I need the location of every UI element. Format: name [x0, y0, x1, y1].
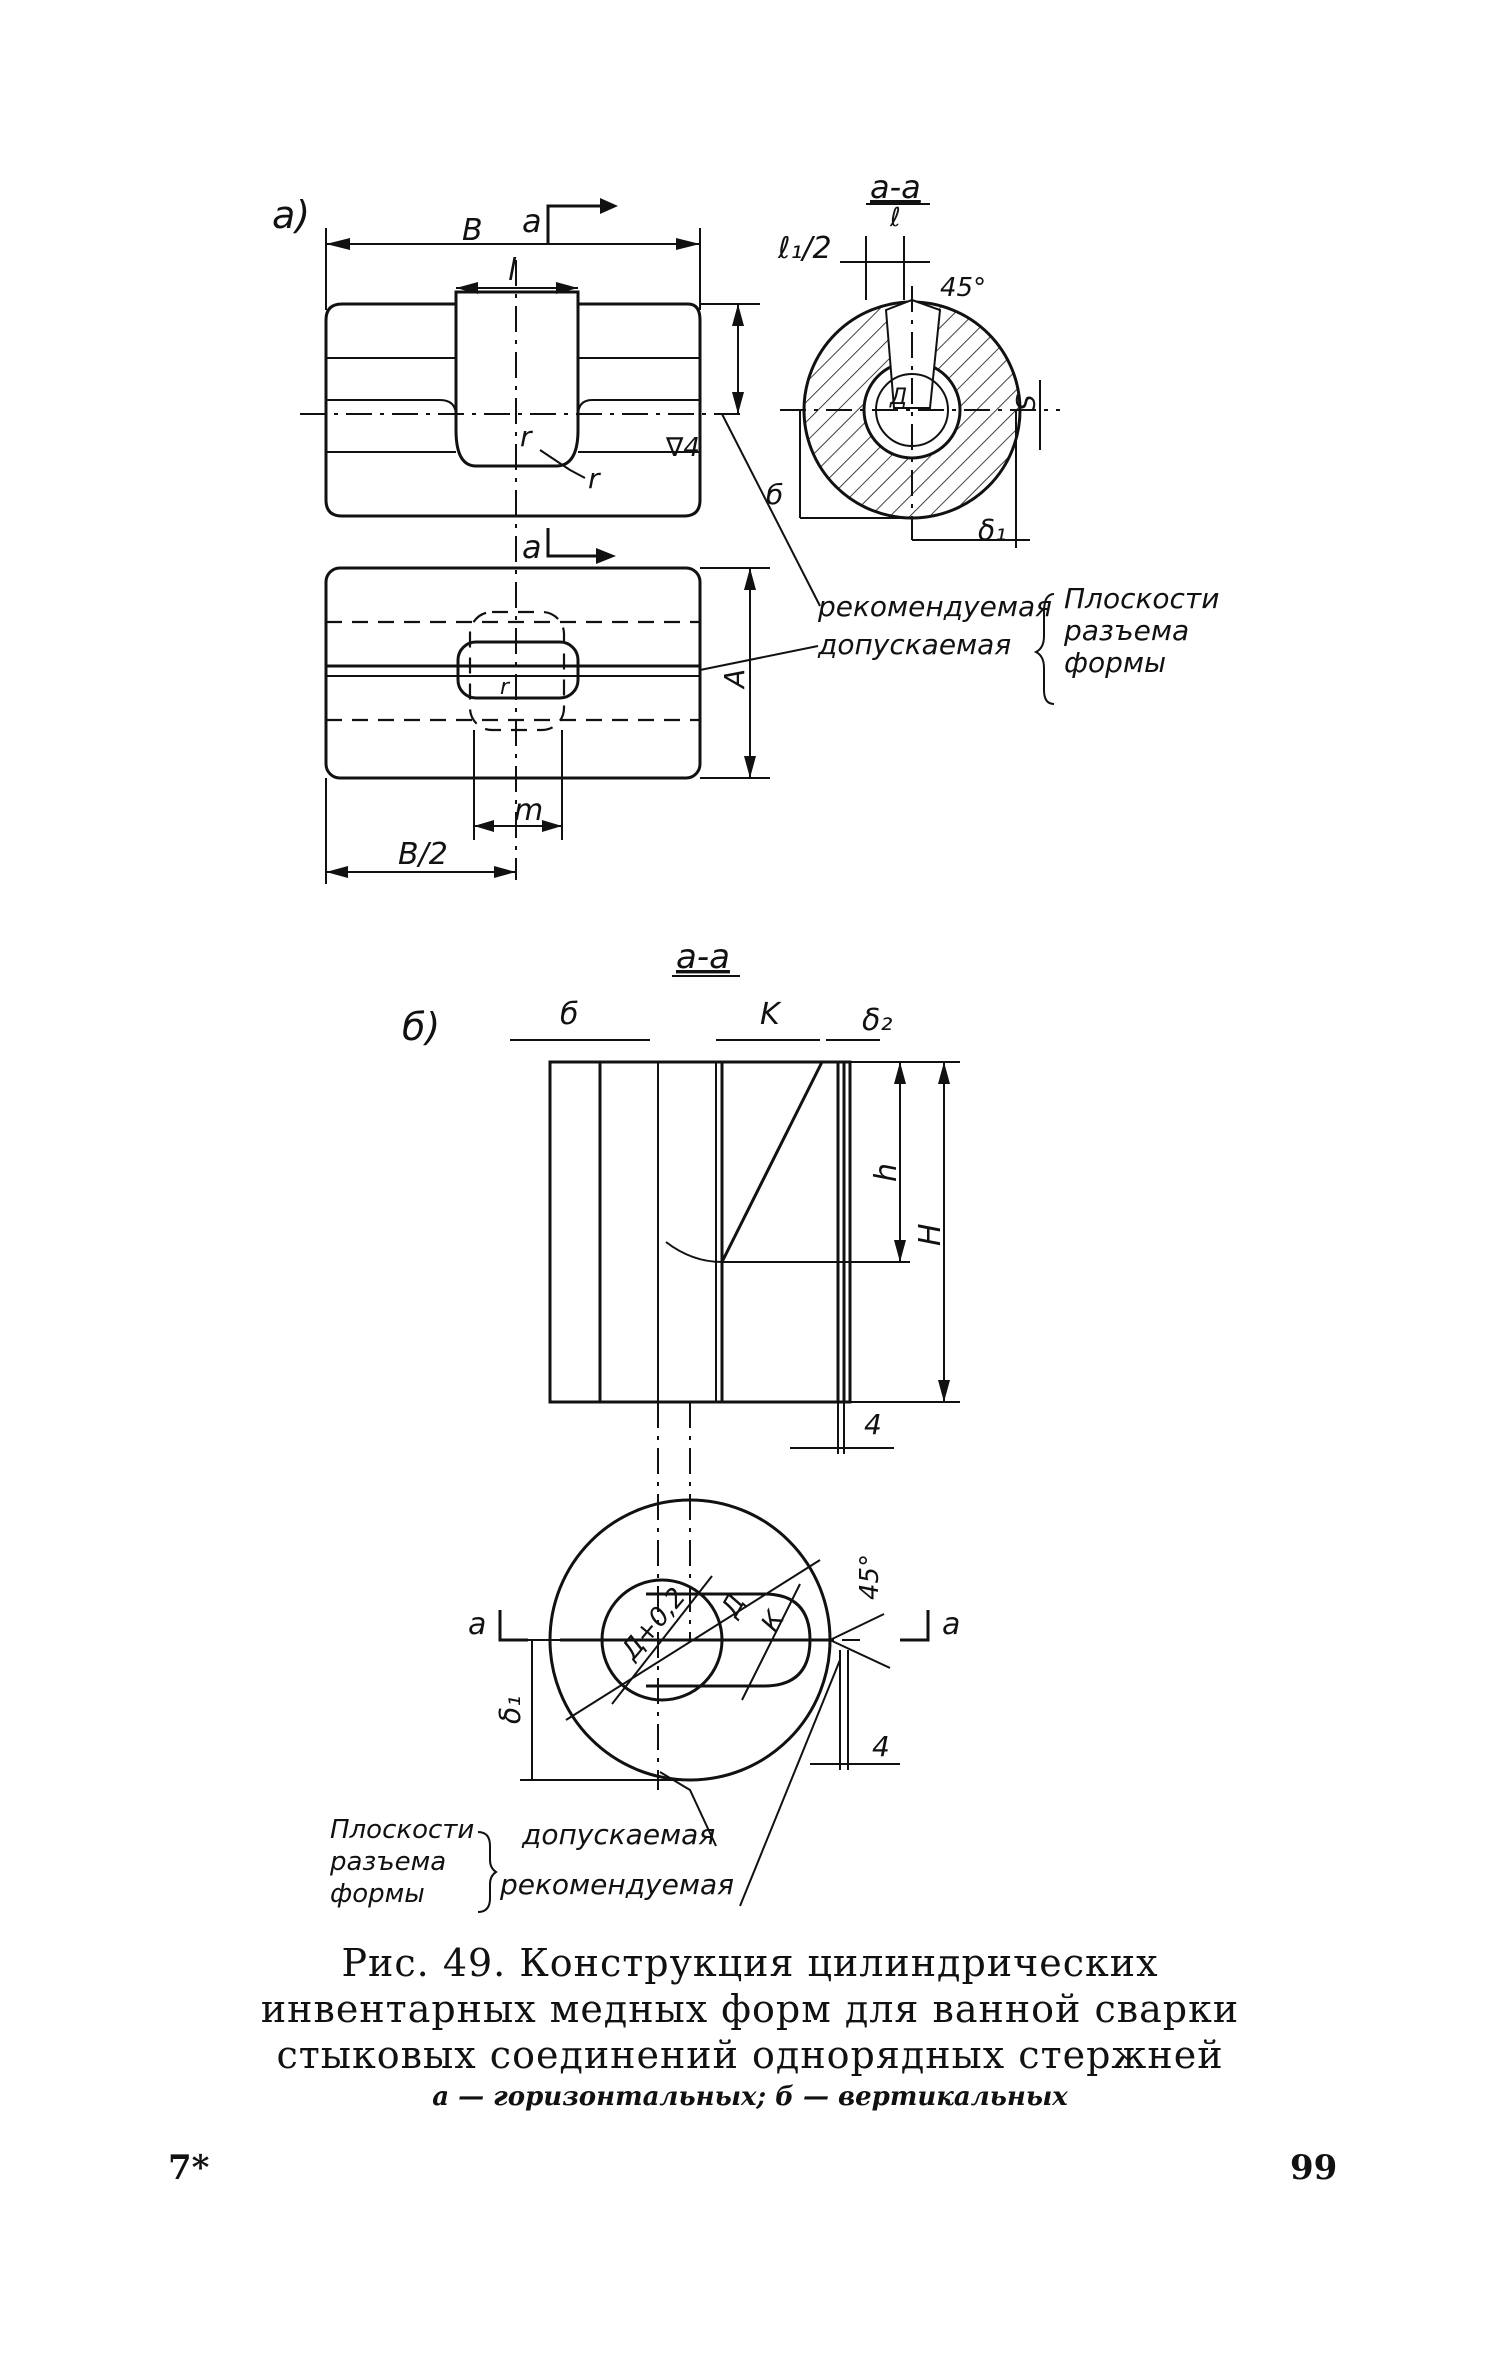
planes-label-b-3: формы [330, 1879, 425, 1909]
label-recommended-a: рекомендуемая [817, 590, 1052, 623]
fig-a-front-view: r A m B/2 [324, 566, 770, 884]
label-allowed-a: допускаемая [817, 628, 1011, 661]
dim-delta1-b: δ₁ [494, 1696, 527, 1724]
fig-b-section: а-а б) б K δ₂ h H 4 [402, 937, 960, 1790]
dim-r-front: r [500, 675, 511, 700]
figure-caption: Рис. 49. Конструкция цилиндрических инве… [260, 1941, 1240, 2077]
panel-label-b: б) [402, 1005, 440, 1049]
dim-r-1: r [520, 420, 533, 453]
planes-label-b-1: Плоскости [330, 1815, 474, 1845]
dim-delta2-b: δ₂ [862, 1003, 892, 1038]
dim-s-a: S [1009, 394, 1039, 411]
section-mark-left-b: а [468, 1607, 486, 1642]
dim-r-2: r [588, 462, 601, 495]
label-recommended-b: рекомендуемая [499, 1868, 734, 1901]
dim-D-a: Д [889, 385, 907, 410]
dim-4-bottom-b: 4 [872, 1730, 890, 1763]
section-title-b: а-а [676, 937, 730, 977]
page-number: 99 [1290, 2148, 1338, 2188]
fig-a-section: а-а ℓ ℓ₁/2 45° Д б δ₁ S р [699, 168, 1219, 705]
section-mark-a-bottom: а [522, 528, 542, 566]
dim-K-b: K [760, 997, 782, 1032]
fig-b-plan: Д+0,2 Д К а а 45° δ₁ 4 Плоскости разъема… [329, 1498, 960, 1913]
dim-l1-half: ℓ₁/2 [777, 231, 832, 266]
dim-delta1-a: δ₁ [978, 514, 1006, 547]
dim-B-half: B/2 [398, 837, 448, 872]
dim-H-b: H [913, 1223, 948, 1246]
section-mark-right-b: а [942, 1607, 960, 1642]
dim-B: B [462, 213, 483, 248]
section-sub-l: ℓ [889, 203, 901, 233]
section-arrow-top [546, 204, 600, 244]
signature-mark: 7* [168, 2148, 210, 2188]
planes-label-a-2: разъема [1063, 614, 1189, 647]
dim-A: A [718, 669, 751, 690]
dim-b-a: б [766, 478, 783, 511]
dim-b-b: б [560, 997, 579, 1032]
figure-caption-sub: а — горизонтальных; б — вертикальных [432, 2082, 1068, 2112]
dim-m: m [514, 793, 543, 828]
section-mark-a-top: а [522, 202, 542, 240]
dim-h-b: h [869, 1163, 904, 1182]
planes-label-a-3: формы [1064, 646, 1166, 679]
planes-label-a-1: Плоскости [1064, 582, 1219, 615]
label-allowed-b: допускаемая [521, 1818, 715, 1851]
panel-label-a: а) [272, 193, 310, 237]
dim-l: l [508, 253, 517, 288]
planes-label-b-2: разъема [329, 1847, 446, 1877]
roughness-mark: ∇4 [665, 433, 700, 463]
fig-a-top-view: а) а B l r r ∇4 [272, 193, 760, 880]
angle-45-b: 45° [855, 1554, 885, 1600]
section-title-a: а-а [870, 168, 921, 206]
dim-4-top-b: 4 [864, 1408, 882, 1441]
angle-45-a: 45° [940, 273, 986, 303]
